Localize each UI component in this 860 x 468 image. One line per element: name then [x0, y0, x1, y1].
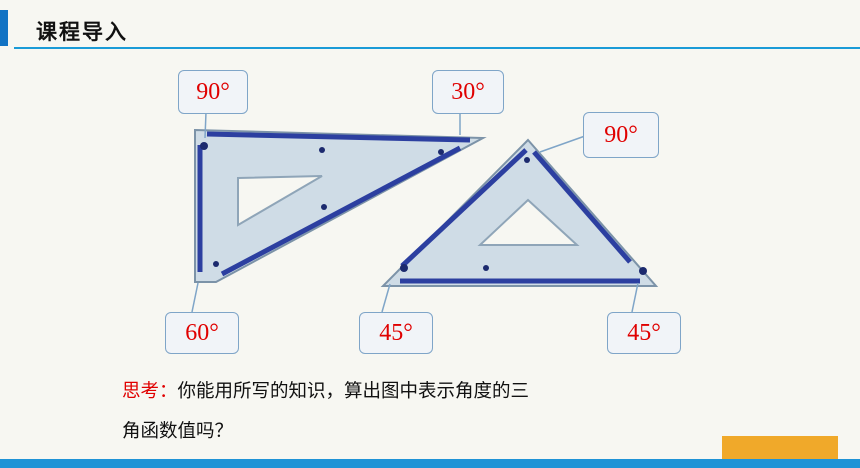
callout-right-top-angle: 90°: [583, 112, 659, 158]
callout-pointers: [191, 111, 639, 313]
question-label: 思考：: [122, 381, 178, 402]
callout-right-right-angle: 45°: [607, 312, 681, 354]
header-divider: [14, 47, 860, 49]
callout-left-top-angle: 90°: [178, 70, 248, 114]
page-title: 课程导入: [36, 20, 128, 44]
set-square-45-45-90: [380, 138, 659, 287]
question-text: 思考：你能用所写的知识，算出图中表示角度的三 角函数值吗？: [122, 372, 682, 452]
callout-left-bottom-angle: 60°: [165, 312, 239, 354]
question-line-2: 角函数值吗？: [122, 421, 234, 442]
callout-right-left-angle: 45°: [359, 312, 433, 354]
question-line-1: 思考：你能用所写的知识，算出图中表示角度的三: [122, 381, 530, 402]
set-square-30-60-90: [194, 128, 487, 283]
footer-bar: [0, 459, 860, 468]
header: 课程导入: [14, 4, 860, 48]
header-accent-bar: [0, 10, 8, 46]
footer-accent-block: [722, 436, 838, 460]
callout-left-right-angle: 30°: [432, 70, 504, 114]
